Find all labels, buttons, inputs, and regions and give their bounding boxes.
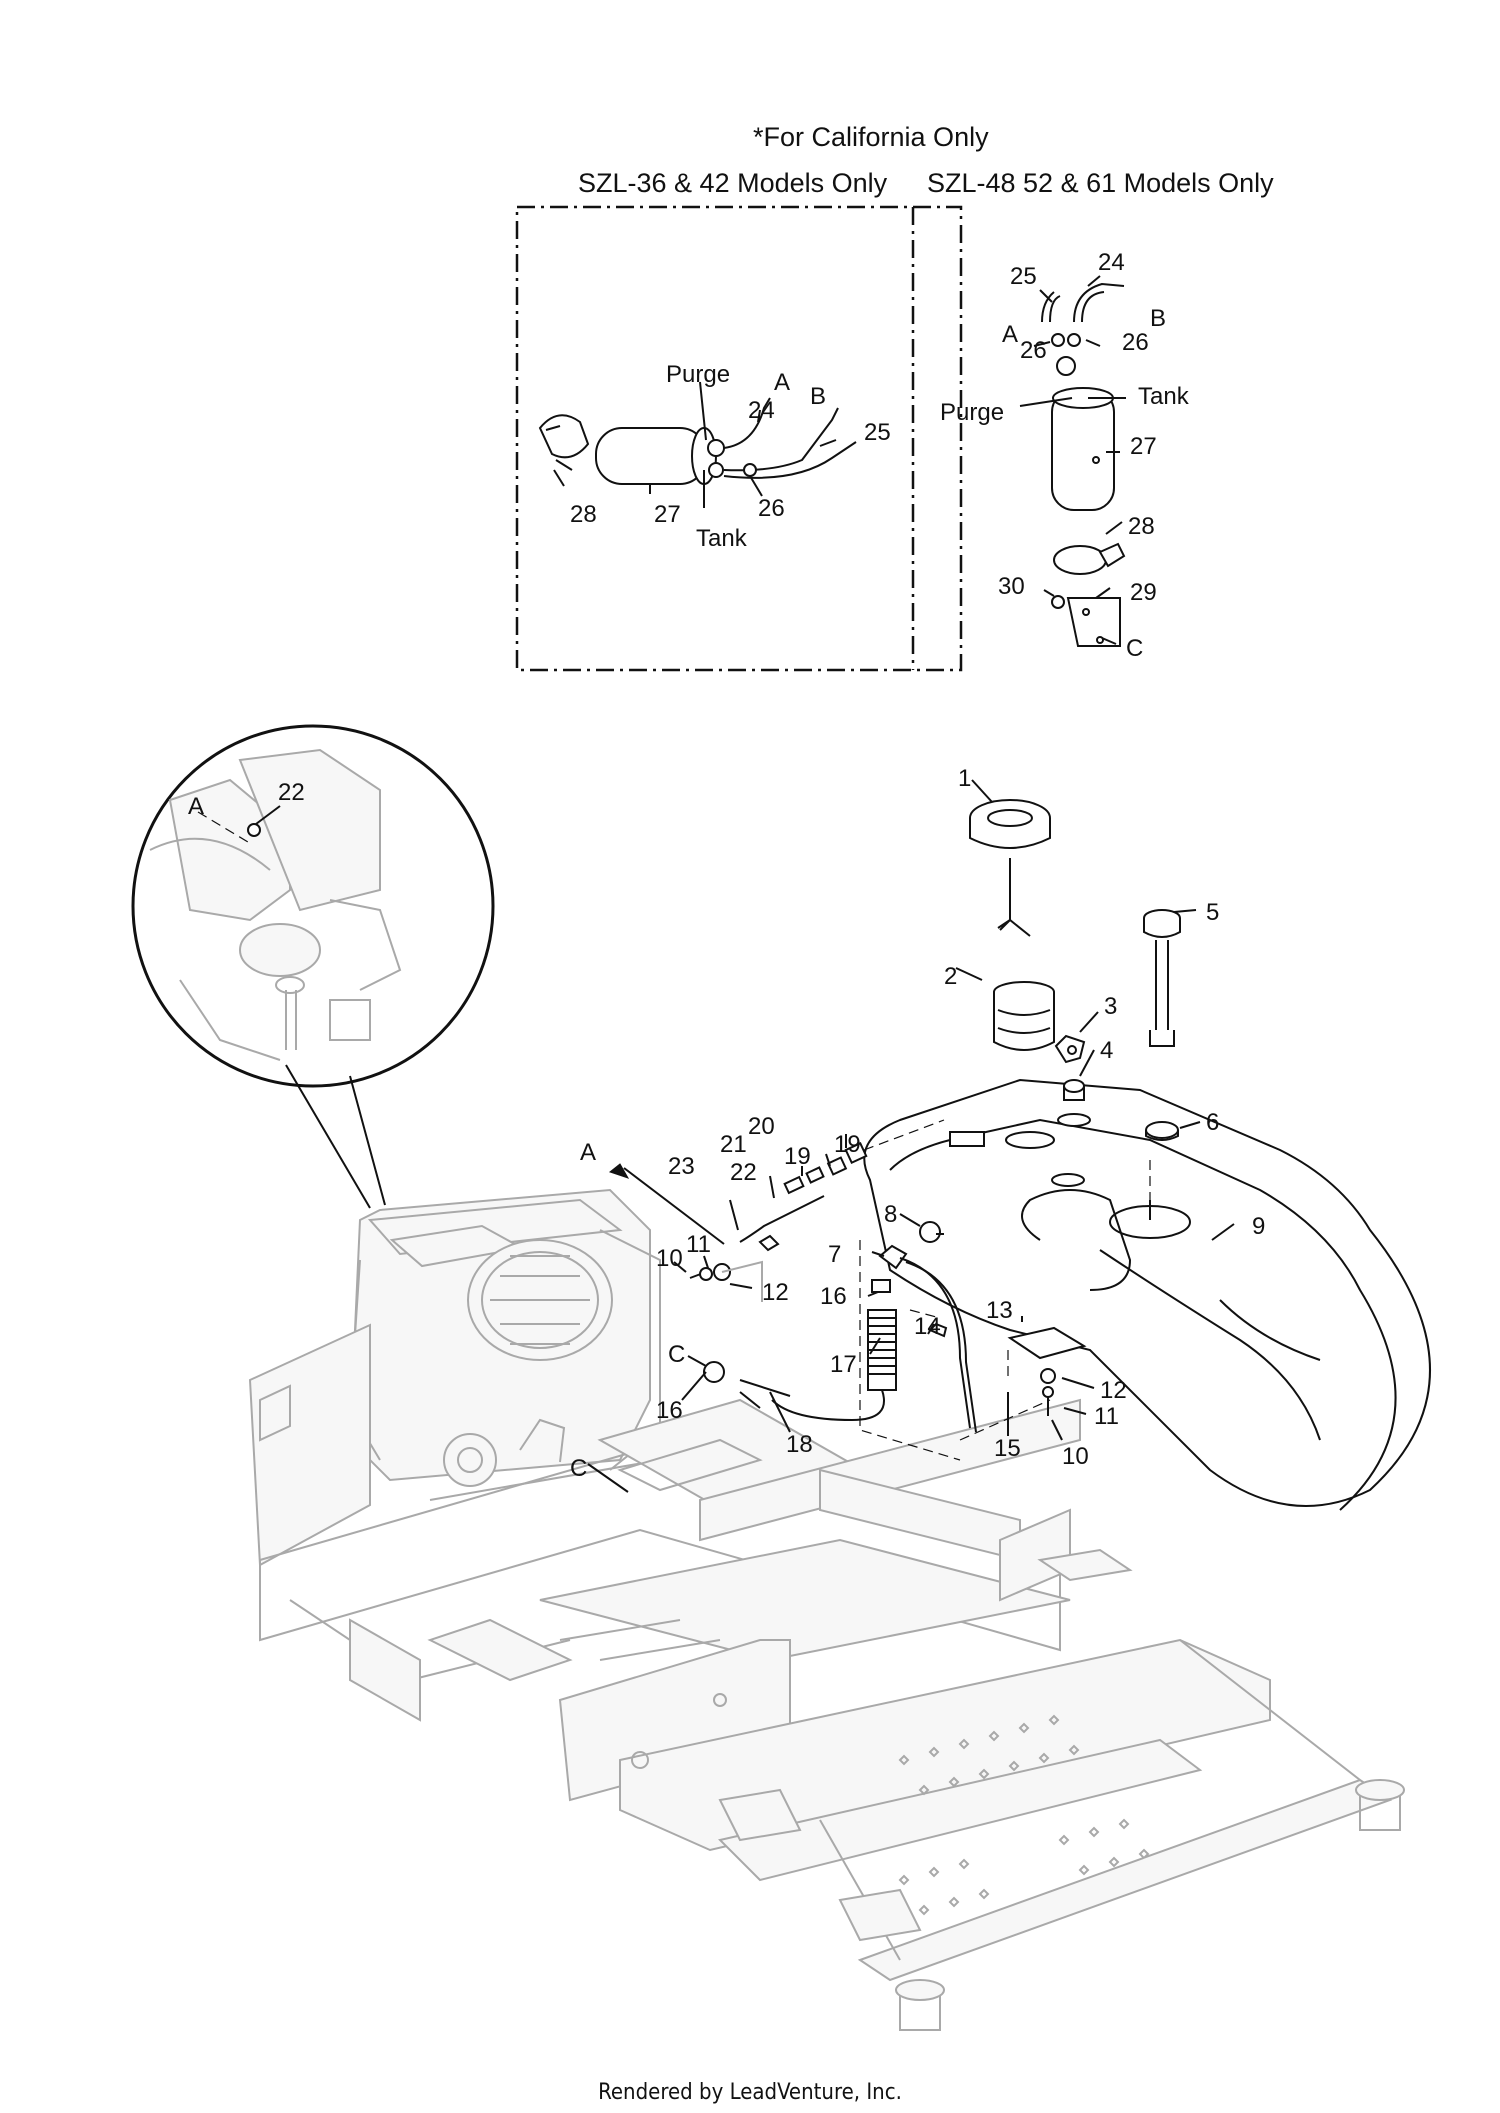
fuel-gauge bbox=[1143, 909, 1181, 1141]
left-panel-callouts: Purge A B 24 25 28 27 26 Tank bbox=[570, 361, 891, 552]
callout-21: 21 bbox=[720, 1131, 747, 1158]
callout-20: 20 bbox=[748, 1113, 775, 1140]
callout-25: 25 bbox=[1010, 263, 1037, 290]
mower-frame bbox=[248, 1188, 1405, 2031]
callout-18: 18 bbox=[786, 1431, 813, 1458]
callout-c: C bbox=[668, 1341, 685, 1368]
callout-c: C bbox=[570, 1455, 587, 1482]
callout-10: 10 bbox=[1062, 1443, 1089, 1470]
callout-9: 9 bbox=[1252, 1213, 1265, 1240]
callout-11: 11 bbox=[1094, 1403, 1119, 1430]
callout-24: 24 bbox=[1098, 249, 1125, 276]
california-note: *For California Only bbox=[753, 122, 989, 152]
left-panel-title: SZL-36 & 42 Models Only bbox=[578, 168, 888, 198]
footer-credit: Rendered by LeadVenture, Inc. bbox=[598, 2080, 902, 2105]
callout-4: 4 bbox=[1100, 1037, 1113, 1064]
callout-6: 6 bbox=[1206, 1109, 1219, 1136]
callout-24: 24 bbox=[748, 397, 775, 424]
callout-10: 10 bbox=[656, 1245, 683, 1272]
callout-3: 3 bbox=[1104, 993, 1117, 1020]
callout-22: 22 bbox=[278, 779, 305, 806]
callout-1: 1 bbox=[958, 765, 971, 792]
right-panel-callouts: 24 25 B A 26 26 Tank Purge 27 28 30 29 C bbox=[940, 249, 1190, 662]
callout-30: 30 bbox=[998, 573, 1025, 600]
callout-12: 12 bbox=[762, 1279, 789, 1306]
callout-19: 19 bbox=[834, 1131, 861, 1158]
callout-26: 26 bbox=[758, 495, 785, 522]
fuel-cap bbox=[969, 799, 1051, 937]
callout-b: B bbox=[810, 383, 826, 410]
callout-a: A bbox=[188, 793, 204, 820]
callout-29: 29 bbox=[1130, 579, 1157, 606]
fuel-tank bbox=[863, 1078, 1431, 1511]
callout-26: 26 bbox=[1020, 337, 1047, 364]
callout-23: 23 bbox=[668, 1153, 695, 1180]
callout-5: 5 bbox=[1206, 899, 1219, 926]
callout-2: 2 bbox=[944, 963, 957, 990]
leader-lines bbox=[255, 275, 1235, 1493]
callout-purge: Purge bbox=[940, 399, 1004, 426]
canister-horizontal bbox=[538, 397, 857, 485]
right-panel-title: SZL-48 52 & 61 Models Only bbox=[927, 168, 1274, 198]
callout-8: 8 bbox=[884, 1201, 897, 1228]
callout-17: 17 bbox=[830, 1351, 857, 1378]
callout-c: C bbox=[1126, 635, 1143, 662]
callout-12: 12 bbox=[1100, 1377, 1127, 1404]
callout-14: 14 bbox=[914, 1313, 941, 1340]
callout-11: 11 bbox=[686, 1231, 711, 1258]
callout-a: A bbox=[774, 369, 790, 396]
canister-vertical bbox=[1041, 282, 1126, 647]
callout-a: A bbox=[1002, 321, 1018, 348]
callout-a: A bbox=[580, 1139, 596, 1166]
fuel-hose-assembly bbox=[703, 1221, 977, 1433]
callout-25: 25 bbox=[864, 419, 891, 446]
callout-15: 15 bbox=[994, 1435, 1021, 1462]
vent-valve bbox=[1054, 1034, 1091, 1127]
callout-27: 27 bbox=[654, 501, 681, 528]
callout-22: 22 bbox=[730, 1159, 757, 1186]
callout-28: 28 bbox=[1128, 513, 1155, 540]
callout-7: 7 bbox=[828, 1241, 841, 1268]
callout-tank: Tank bbox=[1138, 383, 1190, 410]
callout-26: 26 bbox=[1122, 329, 1149, 356]
callout-16: 16 bbox=[656, 1397, 683, 1424]
callout-b: B bbox=[1150, 305, 1166, 332]
callout-tank: Tank bbox=[696, 525, 748, 552]
fuel-fittings bbox=[608, 1119, 945, 1252]
callout-27: 27 bbox=[1130, 433, 1157, 460]
fuel-filter-basket bbox=[993, 981, 1055, 1051]
callout-19: 19 bbox=[784, 1143, 811, 1170]
callout-purge: Purge bbox=[666, 361, 730, 388]
main-callouts: 1 2 3 4 5 6 9 20 21 19 19 A 23 22 8 7 16… bbox=[570, 765, 1265, 1482]
detail-view bbox=[131, 724, 495, 1209]
california-inset-frame bbox=[515, 205, 963, 672]
callout-13: 13 bbox=[986, 1297, 1013, 1324]
callout-16: 16 bbox=[820, 1283, 847, 1310]
callout-28: 28 bbox=[570, 501, 597, 528]
mounting-hardware bbox=[689, 1240, 1087, 1461]
detail-callouts: A 22 bbox=[188, 779, 305, 820]
